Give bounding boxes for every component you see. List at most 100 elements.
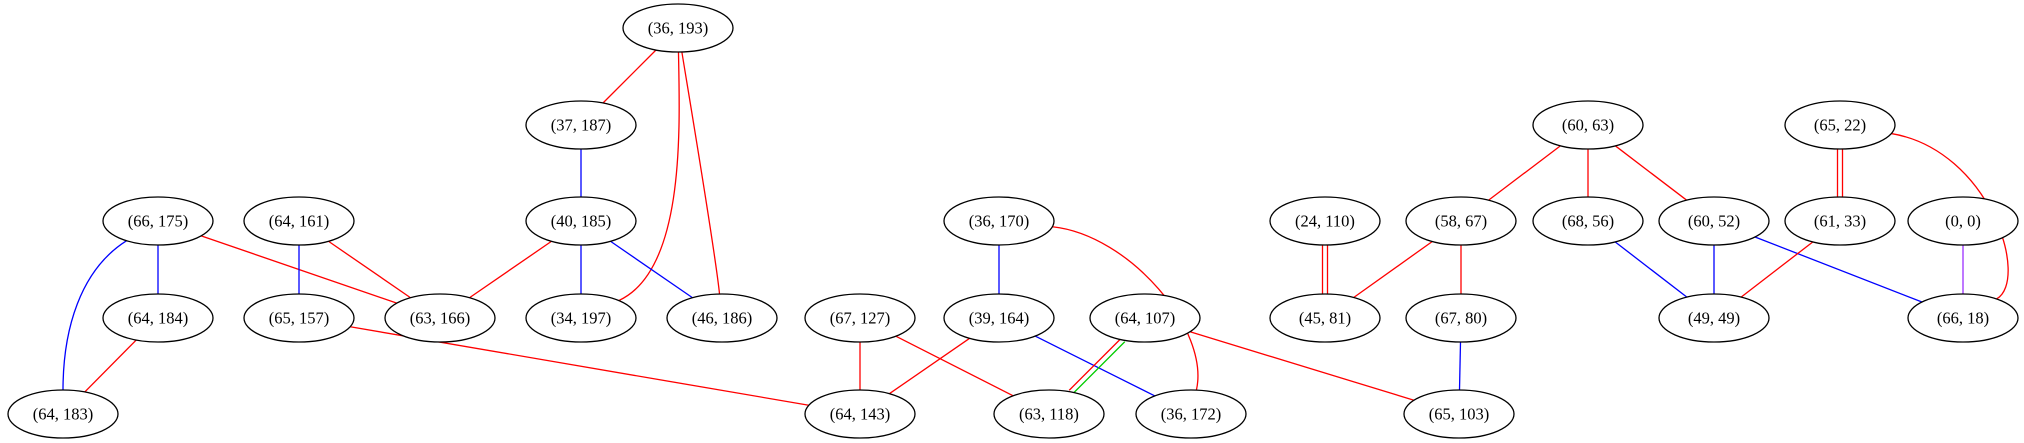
node-61-33: (61, 33) bbox=[1784, 196, 1896, 246]
node-ellipse bbox=[1658, 196, 1770, 246]
node-ellipse bbox=[102, 293, 214, 343]
edge-68_56-to-49_49 bbox=[1614, 241, 1688, 298]
node-label: (65, 157) bbox=[269, 309, 330, 328]
node-ellipse bbox=[666, 293, 778, 343]
node-label: (24, 110) bbox=[1295, 212, 1355, 231]
node-label: (64, 184) bbox=[128, 309, 189, 328]
edge-64_107-to-63_118 bbox=[1072, 341, 1126, 395]
node-label: (49, 49) bbox=[1688, 309, 1740, 328]
node-65-103: (65, 103) bbox=[1403, 389, 1515, 439]
node-36-170: (36, 170) bbox=[943, 196, 1055, 246]
node-ellipse bbox=[1405, 196, 1517, 246]
node-63-166: (63, 166) bbox=[384, 293, 496, 343]
node-label: (36, 193) bbox=[648, 19, 709, 38]
node-37-187: (37, 187) bbox=[525, 100, 637, 150]
node-ellipse bbox=[1532, 196, 1644, 246]
edge-40_185-to-63_166 bbox=[469, 240, 552, 299]
node-label: (64, 161) bbox=[269, 212, 330, 231]
node-64-143: (64, 143) bbox=[804, 389, 916, 439]
node-ellipse bbox=[102, 196, 214, 246]
node-67-80: (67, 80) bbox=[1405, 293, 1517, 343]
node-60-63: (60, 63) bbox=[1532, 100, 1644, 150]
node-ellipse bbox=[622, 3, 734, 53]
node-ellipse bbox=[1658, 293, 1770, 343]
edge-60_52-to-66_18 bbox=[1754, 236, 1923, 303]
node-67-127: (67, 127) bbox=[804, 293, 916, 343]
node-label: (46, 186) bbox=[692, 309, 753, 328]
node-40-185: (40, 185) bbox=[525, 196, 637, 246]
node-label: (39, 164) bbox=[969, 309, 1030, 328]
node-36-172: (36, 172) bbox=[1135, 389, 1247, 439]
edge-60_63-to-58_67 bbox=[1488, 145, 1561, 201]
node-ellipse bbox=[1089, 293, 1201, 343]
node-ellipse bbox=[1135, 389, 1247, 439]
edge-60_63-to-60_52 bbox=[1614, 145, 1688, 201]
node-65-157: (65, 157) bbox=[243, 293, 355, 343]
node-24-110: (24, 110) bbox=[1269, 196, 1381, 246]
node-0-0: (0, 0) bbox=[1907, 196, 2019, 246]
node-ellipse bbox=[1269, 293, 1381, 343]
node-64-183: (64, 183) bbox=[7, 389, 119, 439]
edge-58_67-to-45_81 bbox=[1353, 240, 1433, 299]
node-ellipse bbox=[243, 293, 355, 343]
node-ellipse bbox=[993, 389, 1105, 439]
edge-64_161-to-63_166 bbox=[328, 240, 411, 299]
node-64-107: (64, 107) bbox=[1089, 293, 1201, 343]
node-ellipse bbox=[1907, 293, 2019, 343]
node-ellipse bbox=[804, 389, 916, 439]
node-label: (37, 187) bbox=[551, 116, 612, 135]
edge-36_193-to-34_197 bbox=[618, 51, 680, 302]
node-36-193: (36, 193) bbox=[622, 3, 734, 53]
node-label: (68, 56) bbox=[1562, 212, 1614, 231]
node-68-56: (68, 56) bbox=[1532, 196, 1644, 246]
edge-39_164-to-64_143 bbox=[889, 337, 970, 395]
node-46-186: (46, 186) bbox=[666, 293, 778, 343]
node-label: (64, 183) bbox=[33, 405, 94, 424]
node-label: (34, 197) bbox=[551, 309, 612, 328]
node-45-81: (45, 81) bbox=[1269, 293, 1381, 343]
node-49-49: (49, 49) bbox=[1658, 293, 1770, 343]
node-label: (61, 33) bbox=[1814, 212, 1866, 231]
node-label: (67, 127) bbox=[830, 309, 891, 328]
node-ellipse bbox=[7, 389, 119, 439]
node-label: (40, 185) bbox=[551, 212, 612, 231]
node-label: (64, 143) bbox=[830, 405, 891, 424]
node-label: (60, 52) bbox=[1688, 212, 1740, 231]
node-label: (36, 172) bbox=[1161, 405, 1222, 424]
node-label: (60, 63) bbox=[1562, 116, 1614, 135]
node-66-175: (66, 175) bbox=[102, 196, 214, 246]
node-label: (65, 22) bbox=[1814, 116, 1866, 135]
edge-40_185-to-46_186 bbox=[610, 240, 693, 299]
node-label: (67, 80) bbox=[1435, 309, 1487, 328]
node-ellipse bbox=[1269, 196, 1381, 246]
node-ellipse bbox=[525, 100, 637, 150]
edge-66_175-to-64_183 bbox=[62, 240, 127, 391]
node-ellipse bbox=[1907, 196, 2019, 246]
edge-67_127-to-63_118 bbox=[895, 335, 1014, 397]
node-label: (45, 81) bbox=[1299, 309, 1351, 328]
node-34-197: (34, 197) bbox=[525, 293, 637, 343]
edge-67_80-to-65_103 bbox=[1458, 341, 1462, 391]
edge-61_33-to-49_49 bbox=[1740, 241, 1814, 298]
node-39-164: (39, 164) bbox=[943, 293, 1055, 343]
node-ellipse bbox=[243, 196, 355, 246]
node-label: (58, 67) bbox=[1435, 212, 1487, 231]
node-ellipse bbox=[525, 196, 637, 246]
edge-64_107-to-63_118 bbox=[1068, 337, 1122, 391]
node-ellipse bbox=[384, 293, 496, 343]
node-label: (64, 107) bbox=[1115, 309, 1176, 328]
node-label: (65, 103) bbox=[1429, 405, 1490, 424]
node-ellipse bbox=[1784, 196, 1896, 246]
node-ellipse bbox=[943, 293, 1055, 343]
node-ellipse bbox=[943, 196, 1055, 246]
node-58-67: (58, 67) bbox=[1405, 196, 1517, 246]
node-ellipse bbox=[1403, 389, 1515, 439]
node-label: (63, 166) bbox=[410, 309, 471, 328]
edge-64_107-to-65_103 bbox=[1189, 331, 1415, 401]
edge-36_170-to-36_172 bbox=[1052, 226, 1199, 391]
node-label: (63, 118) bbox=[1019, 405, 1079, 424]
node-ellipse bbox=[1532, 100, 1644, 150]
node-ellipse bbox=[804, 293, 916, 343]
node-60-52: (60, 52) bbox=[1658, 196, 1770, 246]
